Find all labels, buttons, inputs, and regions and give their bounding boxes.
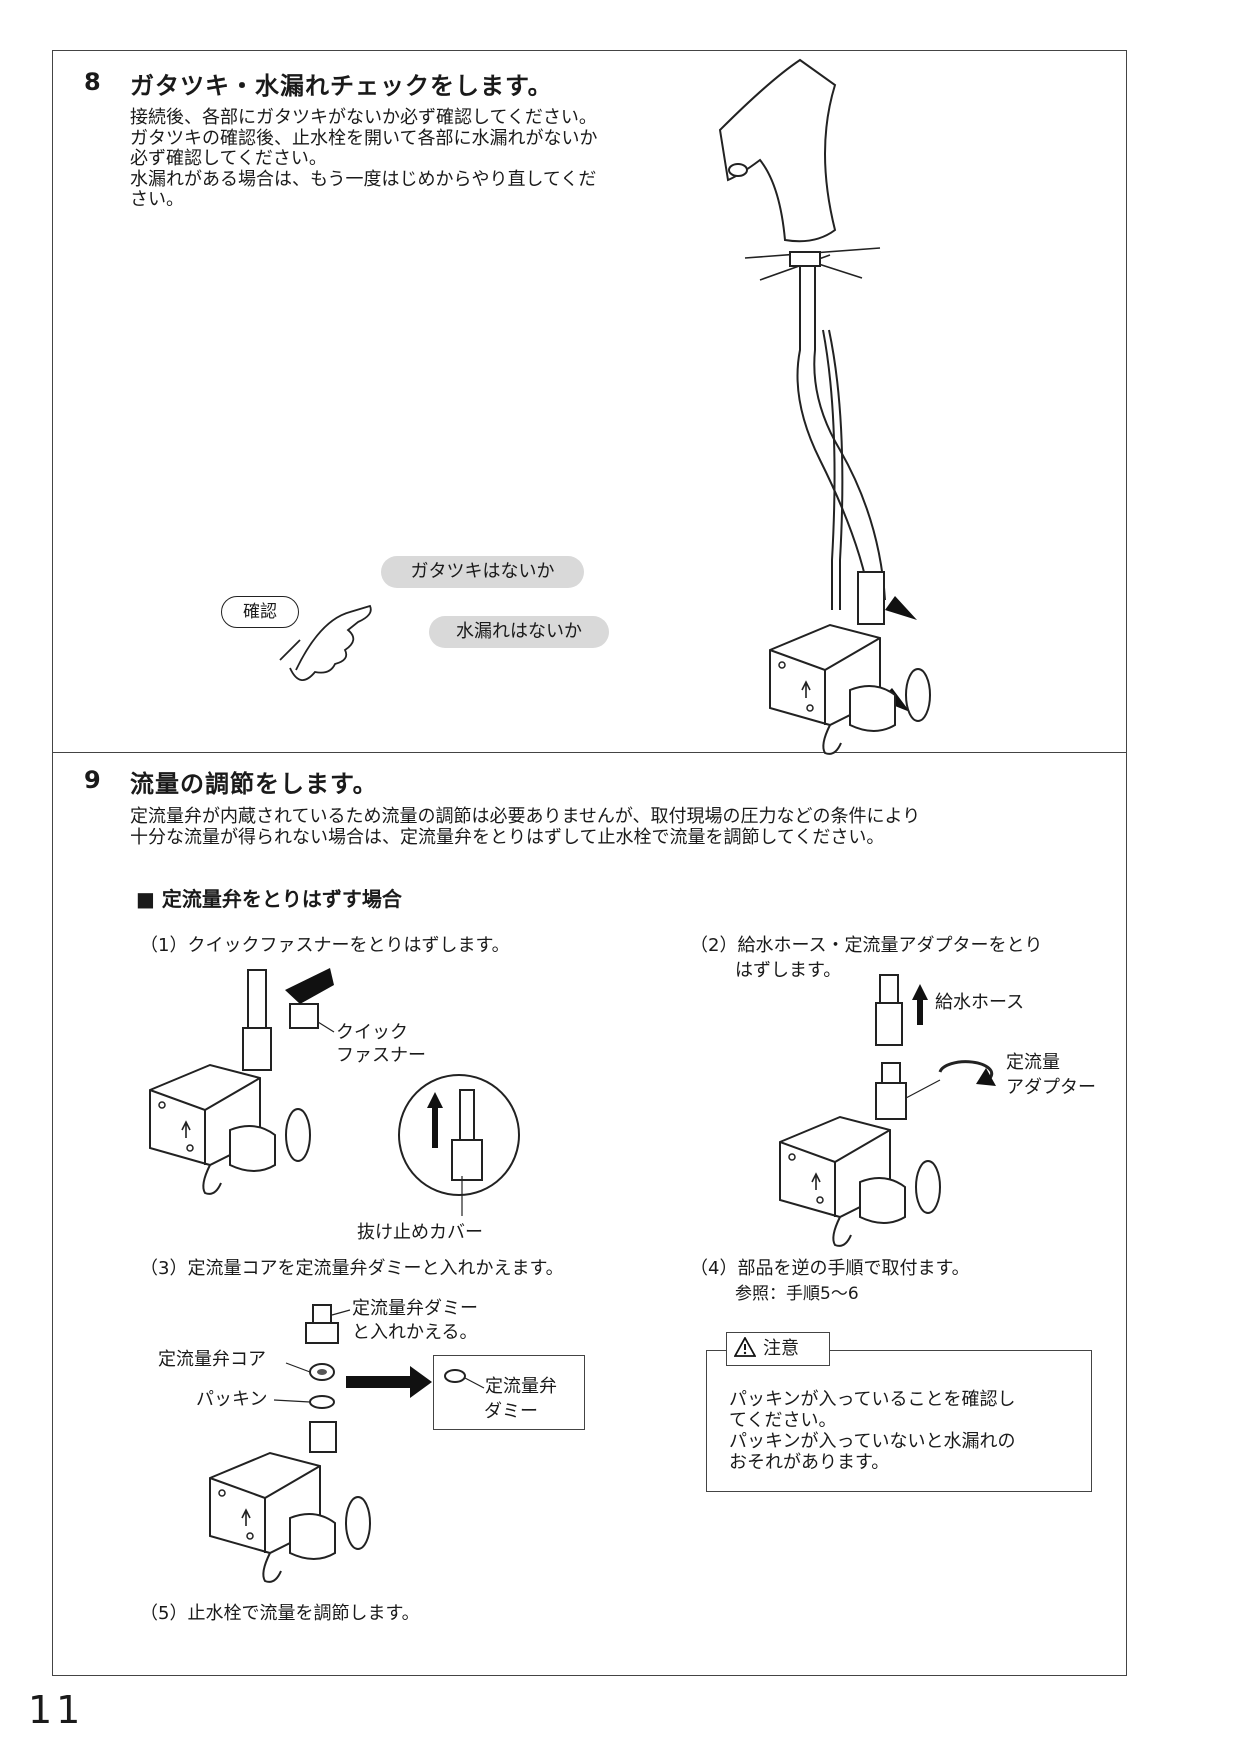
page-frame [52, 50, 1127, 1676]
page-number: 11 [28, 1688, 85, 1732]
label-core: 定流量弁コア [158, 1349, 266, 1370]
caution-line: パッキンが入っていないと水漏れの [729, 1431, 1016, 1452]
label-packing: パッキン [196, 1389, 268, 1410]
step8-line: 水漏れがある場合は、もう一度はじめからやり直してくだ [130, 168, 597, 190]
caution-line: おそれがあります。 [729, 1452, 890, 1473]
label-dummy-swap-1: 定流量弁ダミー [352, 1298, 478, 1319]
caution-line: パッキンが入っていることを確認し [729, 1389, 1016, 1410]
label-dummy-swap-2: と入れかえる。 [352, 1322, 478, 1343]
caution-text: パッキンが入っていることを確認し てください。 パッキンが入っていないと水漏れの… [729, 1389, 1016, 1473]
step8-title: ガタツキ・水漏れチェックをします。 [130, 72, 553, 100]
dummy-box [433, 1355, 585, 1430]
label-dummy-1: 定流量弁 [485, 1376, 557, 1397]
substep-1: （1）クイックファスナーをとりはずします。 [140, 935, 510, 956]
label-nukedome: 抜け止めカバー [357, 1222, 483, 1243]
step8-line: ガタツキの確認後、止水栓を開いて各部に水漏れがないか [130, 127, 598, 149]
step9-body: 定流量弁が内蔵されているため流量の調節は必要ありませんが、取付現場の圧力などの条… [130, 806, 1090, 848]
step9-line: 十分な流量が得られない場合は、定流量弁をとりはずして止水栓で流量を調節してくださ… [130, 826, 885, 848]
label-hose: 給水ホース [935, 992, 1025, 1013]
step8-line: 接続後、各部にガタツキがないか必ず確認してください。 [130, 107, 597, 128]
section-divider [52, 752, 1127, 753]
label-quick-1: クイック [336, 1022, 408, 1043]
label-adapter-1: 定流量 [1006, 1052, 1060, 1073]
label-quick-2: ファスナー [336, 1045, 426, 1066]
warning-icon [727, 1333, 763, 1365]
step9-line: 定流量弁が内蔵されているため流量の調節は必要ありませんが、取付現場の圧力などの条… [130, 806, 921, 827]
step8-number: 8 [84, 68, 101, 96]
substep-5: （5）止水栓で流量を調節します。 [140, 1603, 420, 1624]
caution-line: てください。 [729, 1410, 837, 1431]
label-adapter-2: アダプター [1006, 1077, 1096, 1098]
step8-line: さい。 [130, 189, 184, 210]
caution-tab: 注意 [726, 1332, 830, 1366]
caution-title: 注意 [763, 1338, 799, 1359]
substep-2-line1: （2）給水ホース・定流量アダプターをとり [690, 935, 1043, 956]
pill-mizumore: 水漏れはないか [429, 616, 609, 648]
pill-gatatsuki: ガタツキはないか [381, 556, 584, 588]
check-badge: 確認 [221, 596, 299, 628]
substep-4-ref: 参照：手順5〜6 [735, 1284, 859, 1304]
substep-4: （4）部品を逆の手順で取付ます。 [690, 1258, 970, 1279]
step9-number: 9 [84, 766, 101, 794]
caution-box [706, 1350, 1092, 1492]
step8-line: 必ず確認してください。 [130, 148, 327, 169]
substep-3: （3）定流量コアを定流量弁ダミーと入れかえます。 [140, 1258, 564, 1279]
substep-2-line2: はずします。 [735, 960, 842, 981]
section-title: ■ 定流量弁をとりはずす場合 [136, 887, 402, 911]
step9-title: 流量の調節をします。 [130, 770, 378, 798]
label-dummy-2: ダミー [484, 1401, 538, 1422]
step8-body: 接続後、各部にガタツキがないか必ず確認してください。 ガタツキの確認後、止水栓を… [130, 107, 690, 211]
